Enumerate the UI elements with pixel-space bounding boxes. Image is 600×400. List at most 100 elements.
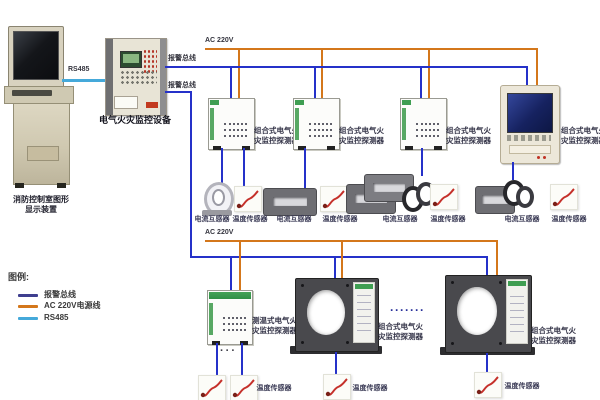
ct-through-hole	[457, 287, 497, 336]
console-label-line1: 消防控制室图形	[13, 195, 69, 204]
detector-side-strip	[210, 108, 214, 140]
panel-left-strip	[106, 39, 113, 115]
temperature-sensor-2	[320, 186, 348, 212]
alarm-bus-line	[230, 68, 232, 98]
combined-detector-large-1	[295, 278, 379, 352]
current-transformer-1	[202, 182, 234, 216]
temperature-sensor-8	[474, 372, 502, 398]
alarm-bus-line	[230, 258, 232, 290]
sensor-link-line	[512, 162, 514, 180]
detector-foot	[240, 341, 248, 345]
ct-hole	[212, 189, 225, 206]
detector-side-strip	[402, 108, 406, 140]
combined-detector-2-label: 组合式电气火 灾监控探测器	[339, 126, 384, 145]
detector-led-row	[416, 135, 439, 137]
detector-label-line2: 灾监控探测器	[254, 135, 299, 145]
ac-power-label-mid: AC 220V	[205, 229, 234, 236]
panel-right-strip	[160, 39, 166, 115]
panel-lcd	[120, 51, 142, 68]
detector-foot	[242, 146, 250, 150]
screw-icon	[451, 342, 454, 345]
ac-power-label-top: AC 220V	[205, 37, 234, 44]
ct-through-hole	[306, 289, 346, 336]
ct-slot	[273, 197, 307, 206]
detector-text-lines	[510, 291, 524, 338]
alarm-bus-label-1: 报警总线	[168, 55, 196, 62]
alarm-bus-line	[526, 66, 528, 86]
screw-icon	[301, 341, 304, 344]
detector-led-row	[224, 123, 247, 125]
legend-label-ac: AC 220V电源线	[44, 301, 101, 310]
ellipsis-dots: ···	[220, 345, 237, 357]
fire-monitoring-equipment	[105, 38, 167, 116]
panel-printer-slot	[114, 96, 138, 109]
detector-label-line2: 灾监控探测器	[531, 335, 576, 345]
detector-text-lines	[357, 294, 371, 337]
combined-detector-lcd-label: 组合式电气火 灾监控探测器	[561, 126, 600, 145]
console-pedestal	[13, 103, 70, 185]
ct-label: 电流互感器	[276, 216, 312, 223]
temp-type-detector	[207, 290, 253, 345]
temp-label: 温度传感器	[551, 216, 587, 223]
temp-label: 温度传感器	[352, 385, 388, 392]
console-screen	[13, 31, 59, 80]
detector-lcd-screen	[507, 93, 553, 133]
console-foot-right	[57, 183, 66, 188]
detector-label-line2: 灾监控探测器	[252, 325, 297, 335]
detector-led-row	[223, 323, 246, 325]
temp-probe-icon	[325, 378, 348, 397]
sensor-link-line	[304, 148, 306, 188]
detector-foot	[298, 146, 306, 150]
alarm-bus-line	[190, 256, 488, 258]
detector-side-strip	[209, 303, 213, 335]
console-nameplate	[27, 146, 59, 161]
ct-slot	[373, 183, 405, 192]
temp-probe-icon	[552, 188, 575, 207]
alarm-bus-line	[165, 66, 528, 68]
combined-detector-2	[293, 98, 340, 150]
ac-power-line	[205, 48, 538, 50]
alarm-bus-label-2: 报警总线	[168, 82, 196, 89]
combined-detector-3-label: 组合式电气火 灾监控探测器	[446, 126, 491, 145]
detector-logo-chip	[402, 100, 411, 105]
ac-power-line	[536, 48, 538, 86]
detector-header	[209, 292, 251, 299]
combined-detector-3	[400, 98, 447, 150]
detector-label-line1: 组合式电气火	[378, 322, 423, 331]
detector-foot	[405, 146, 413, 150]
sensor-link-line	[335, 352, 337, 374]
sensor-link-line	[486, 353, 488, 372]
alarm-bus-line	[314, 68, 316, 98]
detector-label-line1: 组合式电气火	[339, 126, 384, 135]
screw-icon	[499, 281, 502, 284]
panel-keypad	[143, 49, 157, 75]
screw-icon	[451, 281, 454, 284]
keyboard-icon	[12, 90, 52, 96]
screw-icon	[499, 342, 502, 345]
temp-label: 温度传感器	[430, 216, 466, 223]
temp-probe-icon	[200, 379, 223, 398]
alarm-bus-line	[334, 258, 336, 278]
detector-led	[543, 156, 546, 159]
sensor-link-line	[241, 343, 243, 376]
combined-detector-large-1-label: 组合式电气火 灾监控探测器	[378, 322, 423, 341]
ac-power-line	[205, 240, 498, 242]
detector-led	[537, 156, 540, 159]
temp-label: 温度传感器	[504, 383, 540, 390]
console-label-line2: 显示装置	[25, 205, 57, 214]
equipment-label: 电气火灾监控设备	[98, 115, 171, 125]
temperature-sensor-6	[230, 375, 258, 400]
detector-label-line1: 组合式电气火	[531, 326, 576, 335]
temp-probe-icon	[322, 190, 345, 209]
temp-probe-icon	[432, 188, 455, 207]
detector-label-line1: 测温式电气火	[252, 316, 297, 325]
legend-swatch-ac	[18, 305, 38, 308]
detector-led-row	[309, 129, 332, 131]
detector-led-row	[309, 123, 332, 125]
detector-logo-chip	[508, 281, 526, 286]
temp-type-detector-label: 测温式电气火 灾监控探测器	[252, 316, 297, 335]
ac-power-line	[496, 242, 498, 275]
temperature-sensor-3	[430, 184, 458, 210]
detector-button-row	[507, 135, 551, 141]
detector-led-row	[223, 317, 246, 319]
